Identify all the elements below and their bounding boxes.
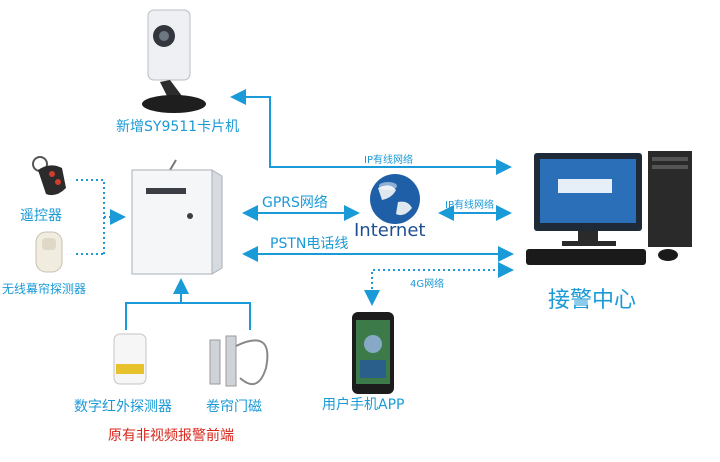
camera-device [130,6,210,116]
pir-detector-label: 数字红外探测器 [74,399,172,415]
ip-top-label: IP有线网络 [364,155,413,166]
curtain-detector-label: 无线幕帘探测器 [2,282,87,296]
curtain-detector-device [32,230,66,274]
globe-icon [368,172,422,226]
pir-detector-device [110,332,150,388]
internet-label: Internet [354,220,426,241]
remote-link [76,179,126,225]
app-label: 用户手机APP [322,397,405,413]
center-label: 接警中心 [548,288,637,313]
remote-label: 遥控器 [20,208,62,224]
wired-link [125,302,251,330]
door-contact-label: 卷帘门磁 [206,399,262,415]
camera-label: 新增SY9511卡片机 [116,119,240,135]
door-contact-device [204,318,284,394]
remote-device [30,154,70,200]
phone-device [350,310,396,396]
gprs-label: GPRS网络 [262,195,328,211]
camera-link [230,89,512,175]
alarm-panel [128,158,228,276]
frontend-note: 原有非视频报警前端 [108,428,234,444]
pstn-label: PSTN电话线 [270,236,349,252]
ip-right-label: IP有线网络 [445,200,494,211]
4g-label: 4G网络 [410,279,445,290]
computer-device [518,145,718,275]
4g-link [364,262,514,306]
